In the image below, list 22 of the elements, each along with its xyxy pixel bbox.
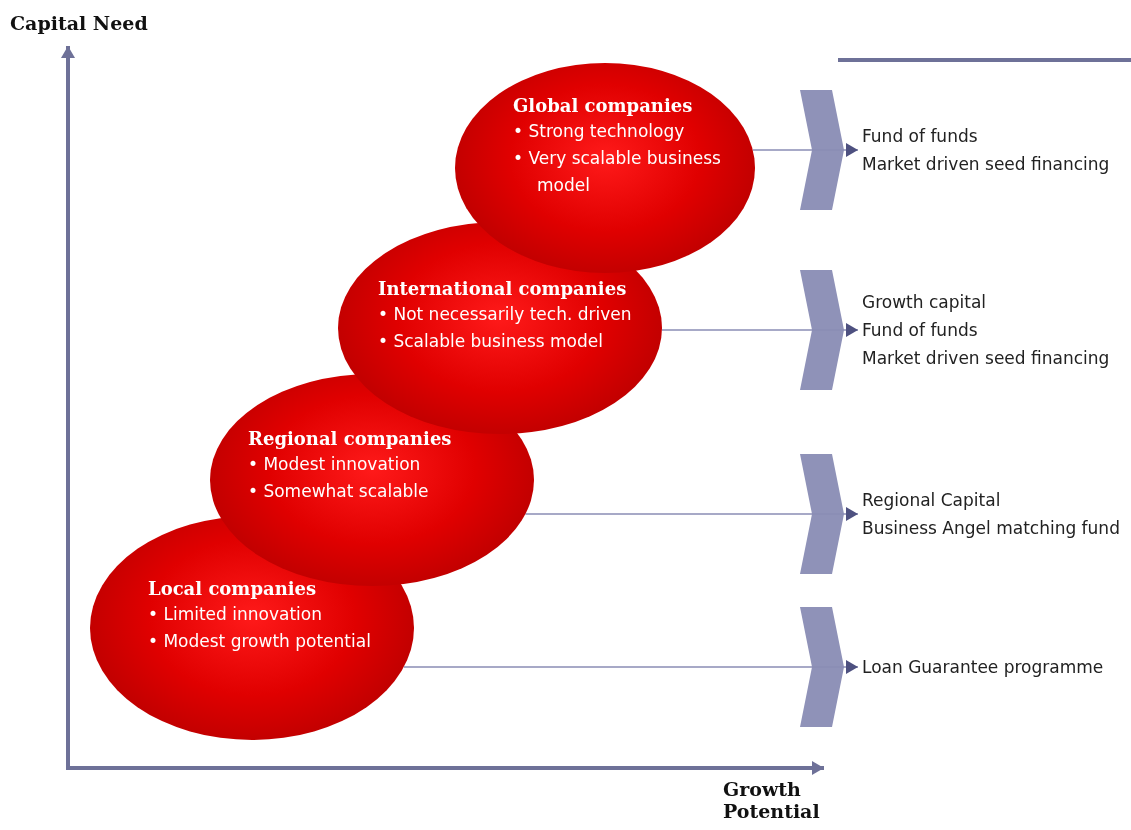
heading: Local companies <box>148 578 318 599</box>
bullet-item: • Somewhat scalable <box>248 480 430 503</box>
funding-text: Regional Capital <box>862 489 1002 512</box>
funding-text: Growth capital <box>862 291 988 314</box>
bullet-item: • Scalable business model <box>378 330 604 353</box>
funding-text: Fund of funds <box>862 319 979 342</box>
bullet-item: • Not necessarily tech. driven <box>378 303 633 326</box>
bullet-item: • Strong technology <box>513 120 686 143</box>
bullet-item: • Modest innovation <box>248 453 422 476</box>
funding-text: Business Angel matching fund <box>862 517 1121 540</box>
heading: Global companies <box>513 95 694 116</box>
axis-label: Capital Need <box>10 12 149 34</box>
funding-text: Market driven seed financing <box>862 153 1111 176</box>
funding-text: Market driven seed financing <box>862 347 1111 370</box>
heading: International companies <box>378 278 628 299</box>
bullet-item: • Modest growth potential <box>148 630 372 653</box>
funding-text: Loan Guarantee programme <box>862 656 1105 679</box>
bullet-item: • Limited innovation <box>148 603 323 626</box>
funding-text: Fund of funds <box>862 125 979 148</box>
bullet-item: • Very scalable business model <box>513 147 722 197</box>
heading: Regional companies <box>248 428 453 449</box>
axis-label: Growth Potential <box>723 778 821 822</box>
